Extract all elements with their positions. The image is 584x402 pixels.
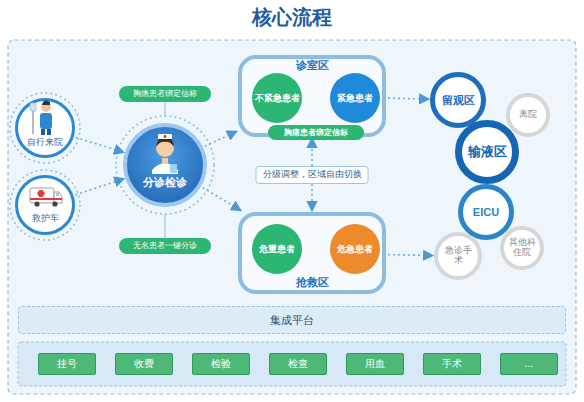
service-button: 检查 <box>269 353 327 375</box>
node-label: 输液区 <box>468 145 507 160</box>
dotted-ring <box>10 170 80 240</box>
service-button: ... <box>500 353 558 375</box>
dotted-ring <box>116 116 214 214</box>
tag-pill: 无名患者一键分诊 <box>119 238 211 254</box>
ambulance-icon <box>30 188 62 207</box>
node-label: 检查 <box>288 358 308 370</box>
flow-arrow <box>76 137 123 152</box>
service-button: 手术 <box>423 353 481 375</box>
node-label: 危重患者 <box>259 244 295 254</box>
node-label: 救护车 <box>32 214 59 224</box>
node-label: 手术 <box>442 358 462 370</box>
zone-title: 诊室区 <box>242 59 382 72</box>
node-label: 其他科住院 <box>508 238 536 258</box>
node-label: 集成平台 <box>270 314 314 327</box>
node-label: ... <box>525 358 533 370</box>
leader-line <box>165 214 166 238</box>
area-circle: 输液区 <box>455 120 519 184</box>
arrival-circle: 自行来院 <box>15 98 75 158</box>
service-band <box>18 342 566 386</box>
zone-box: 抢救区 危重患者 危急患者 <box>238 212 386 294</box>
area-circle: 留观区 <box>430 72 486 128</box>
tag-pill: 胸痛患者绑定信标 <box>119 86 211 102</box>
outcome-circle: 其他科住院 <box>500 226 544 270</box>
edge-label: 分级调整，区域自由切换 <box>256 166 369 184</box>
service-button: 检验 <box>192 353 250 375</box>
arrival-circle: 救护车 <box>15 175 75 235</box>
zone-title: 抢救区 <box>242 276 382 289</box>
node-label: 留观区 <box>442 94 475 107</box>
service-button: 收费 <box>115 353 173 375</box>
node-label: 分诊检诊 <box>143 176 187 189</box>
node-label: 急诊手术 <box>442 246 474 266</box>
node-label: 不紧急患者 <box>255 93 300 103</box>
nurse-icon <box>152 134 178 174</box>
leader-line <box>165 102 166 116</box>
flow-arrow <box>205 132 236 147</box>
node-label: 无名患者一键分诊 <box>133 241 197 250</box>
platform-band: 集成平台 <box>18 306 566 334</box>
dotted-ring <box>10 93 80 163</box>
flow-arrow <box>388 98 428 99</box>
triage-circle: 分诊检诊 <box>123 123 207 207</box>
node-label: 胸痛患者绑定信标 <box>133 89 197 98</box>
service-button: 挂号 <box>38 353 96 375</box>
outcome-circle: 急诊手术 <box>434 232 482 280</box>
node-label: 自行来院 <box>27 138 63 148</box>
zone-box: 诊室区不紧急患者 紧急患者胸痛患者绑定信标 <box>238 55 386 137</box>
diagram-title: 核心流程 <box>0 4 584 31</box>
flow-arrow <box>203 188 240 210</box>
node-label: 胸痛患者绑定信标 <box>284 128 348 137</box>
patient-circle: 危重患者 <box>252 224 302 274</box>
node-label: 紧急患者 <box>337 93 373 103</box>
outer-frame <box>8 40 576 394</box>
node-label: 收费 <box>134 358 154 370</box>
flow-arrow <box>75 179 123 195</box>
flow-arrow <box>388 254 432 257</box>
node-label: 用血 <box>365 358 385 370</box>
patient-icon <box>30 101 52 136</box>
flow-arrow <box>311 139 313 210</box>
tag-pill: 胸痛患者绑定信标 <box>268 125 364 140</box>
node-label: 危急患者 <box>337 244 373 254</box>
area-circle: EICU <box>458 184 514 240</box>
patient-circle: 不紧急患者 <box>252 73 302 123</box>
patient-circle: 危急患者 <box>330 224 380 274</box>
service-button: 用血 <box>346 353 404 375</box>
node-label: 离院 <box>519 110 537 120</box>
node-label: 挂号 <box>57 358 77 370</box>
node-label: 检验 <box>211 358 231 370</box>
node-label: EICU <box>473 206 499 219</box>
outcome-circle: 离院 <box>506 93 550 137</box>
patient-circle: 紧急患者 <box>330 73 380 123</box>
